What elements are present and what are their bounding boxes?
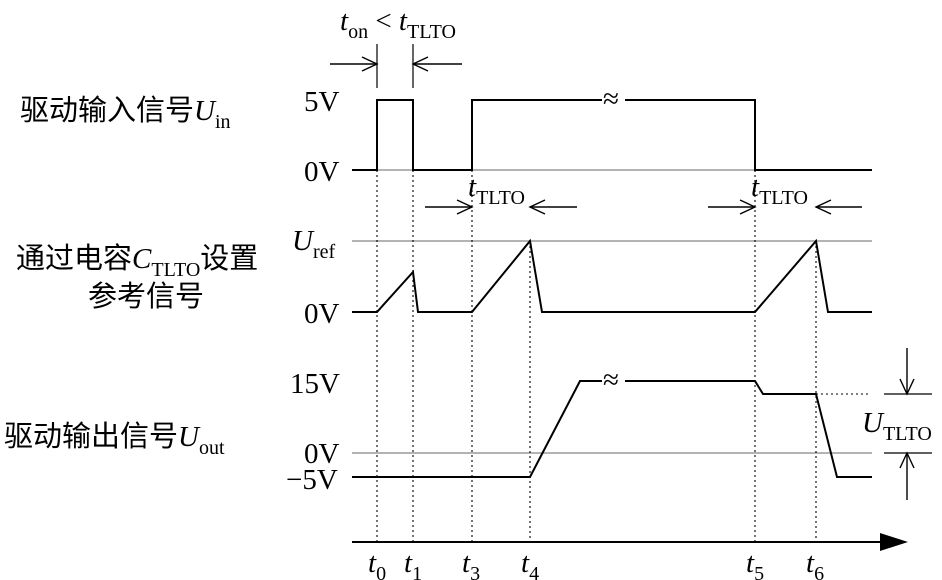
reference-level-low: 0V — [304, 298, 340, 330]
time-label-t3: t3 — [462, 547, 480, 580]
reference-waveform — [352, 238, 872, 313]
ton-annotation: ton < tTLTO — [340, 5, 456, 43]
input-level-low: 0V — [304, 156, 340, 188]
output-level-15v: 15V — [290, 368, 340, 400]
time-label-t4: t4 — [521, 547, 539, 580]
reference-level-high: Uref — [292, 225, 335, 263]
time-axis-arrow — [880, 533, 908, 551]
utlto-label: UTLTO — [862, 407, 932, 445]
output-signal-label: 驱动输出信号Uout — [4, 419, 225, 459]
time-guides — [376, 100, 817, 542]
interval-arrows-2 — [708, 199, 862, 215]
utlto-dimension-arrows — [884, 348, 932, 500]
output-level-0v: 0V — [304, 438, 340, 470]
reference-signal-label-line1: 通过电容CTLTO设置 — [16, 241, 258, 281]
time-label-t0: t0 — [368, 547, 386, 580]
time-label-t6: t6 — [806, 547, 824, 580]
input-waveform-cont — [625, 99, 872, 171]
output-waveform-cont — [625, 380, 872, 478]
reference-signal-label-line2: 参考信号 — [88, 279, 204, 313]
input-level-high: 5V — [304, 86, 340, 118]
output-waveform — [352, 380, 602, 478]
input-signal-label: 驱动输入信号Uin — [20, 93, 231, 133]
input-break-mark: ≈ — [603, 83, 619, 115]
time-label-t5: t5 — [746, 547, 764, 580]
interval-label-2: tTLTO — [751, 171, 808, 209]
input-waveform — [352, 99, 602, 171]
ton-dimension-arrows — [330, 44, 462, 88]
interval-label-1: tTLTO — [468, 171, 525, 209]
output-level-m5v: −5V — [286, 464, 338, 496]
time-label-t1: t1 — [404, 547, 422, 580]
output-break-mark: ≈ — [603, 364, 619, 396]
